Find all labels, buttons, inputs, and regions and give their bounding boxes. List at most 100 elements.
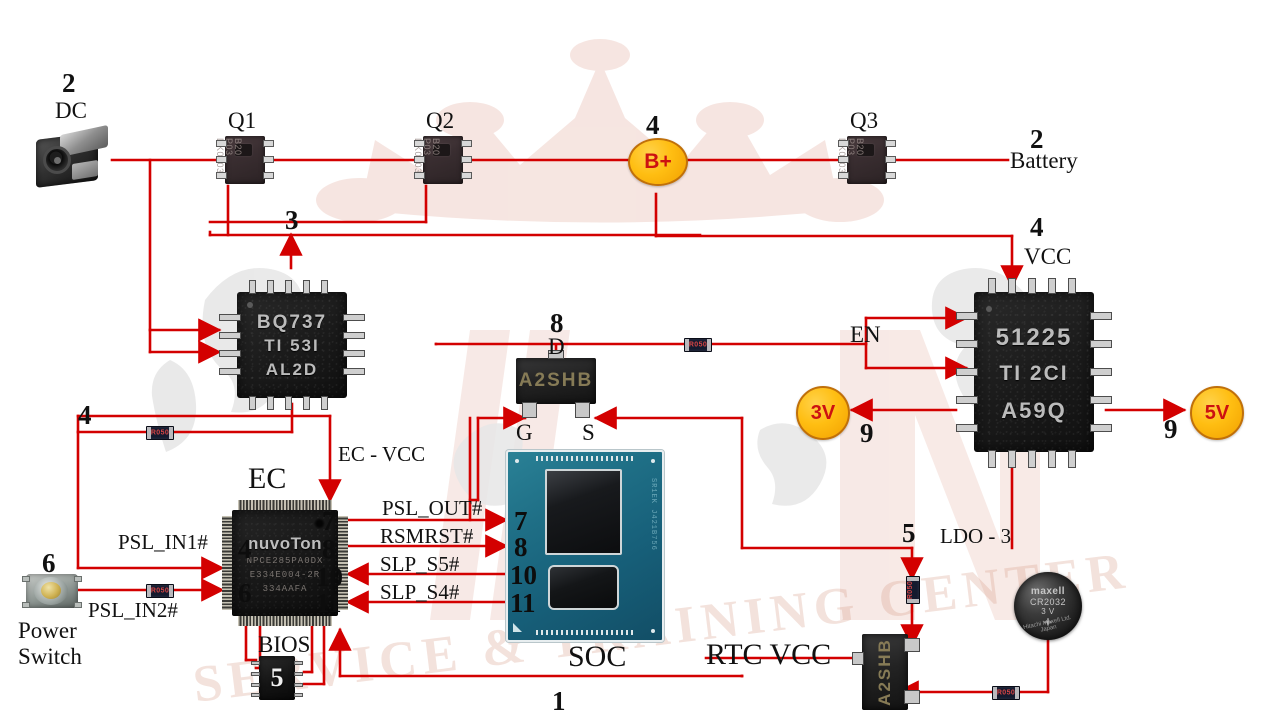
step-3: 3 <box>285 205 299 235</box>
pwm-ic-51225: 51225 TI 2CI A59Q <box>956 278 1112 468</box>
coin-cell-cr2032: maxell CR2032 3 V + Hitachi Maxell Ltd. … <box>1014 572 1082 640</box>
resistor-en: R050 <box>684 338 712 352</box>
pwm-ic-line2: TI 2CI <box>999 362 1069 385</box>
bios-chip-marking: 5 <box>270 663 284 692</box>
bios-title: BIOS <box>258 632 311 657</box>
step-4-vcc: 4 <box>1030 212 1044 242</box>
step-9-3v: 9 <box>860 418 874 448</box>
ec-pin-right-10: 10 <box>316 562 343 592</box>
ec-chip-body <box>232 510 338 616</box>
mosfet-q3-ref: Q3 <box>850 108 879 133</box>
ec-pin-right-11: 11 <box>316 588 342 618</box>
node-5v: 5V <box>1190 386 1244 440</box>
resistor-ec-vcc-value: R050 <box>150 429 170 437</box>
ec-pin-left-4: 4 <box>238 534 252 564</box>
mosfet-a2shb-top-pin-s <box>575 402 590 418</box>
dc-jack-label: DC <box>55 98 87 123</box>
dc-jack <box>34 124 112 190</box>
soc-pin-11: 11 <box>510 588 536 618</box>
mosfet-q1: B20 P03 DK0103 <box>215 134 274 186</box>
ec-pin-right-7: 7 <box>322 506 336 536</box>
soc-die-primary <box>544 468 622 556</box>
step-9-5v: 9 <box>1164 414 1178 444</box>
coin-cell-model: CR2032 <box>1029 597 1067 607</box>
ec-chip: nuvoTon NPCE285PA0DX E334E004-2R 334AAFA <box>222 500 348 626</box>
coin-cell-polarity: + <box>1043 614 1053 631</box>
ec-chip-pin1-dot <box>314 518 325 529</box>
step-2-dc: 2 <box>62 68 76 98</box>
soc-pads-bottom <box>535 630 635 635</box>
node-b-plus-text: B+ <box>644 150 672 173</box>
step-4-ec-vcc: 4 <box>78 400 92 430</box>
mosfet-a2shb-rtc: A2SHB <box>852 634 920 710</box>
mosfet-q1-ref: Q1 <box>228 108 257 133</box>
mosfet-q3-body <box>847 136 887 184</box>
mosfet-pin-d-label: D <box>548 334 565 359</box>
soc-etch-text: SR1EK J421B756 <box>649 478 657 552</box>
step-5-ldo: 5 <box>902 518 916 548</box>
step-4-bplus: 4 <box>646 110 660 140</box>
resistor-ldo3: R050 <box>906 576 920 604</box>
pwm-ic-pin1-dot <box>986 306 992 312</box>
ec-title: EC <box>248 462 287 495</box>
resistor-ldo3-value: R050 <box>907 580 914 600</box>
slp-s4-label: SLP_S4# <box>380 580 460 604</box>
mosfet-a2shb-top-pin-g <box>522 402 537 418</box>
mosfet-pin-g-label: G <box>516 420 533 445</box>
ec-chip-brand: nuvoTon <box>248 534 322 553</box>
dc-jack-barrel-hole <box>43 146 71 174</box>
mosfet-pin-s-label: S <box>582 420 595 445</box>
slp-s5-label: SLP_S5# <box>380 552 460 576</box>
ec-chip-line1: NPCE285PA0DX <box>246 556 324 566</box>
resistor-psl-in2-value: R050 <box>150 587 170 595</box>
ec-chip-line3: 334AAFA <box>262 584 308 594</box>
charger-ic-bq737: BQ737 TI 53I AL2D <box>219 280 365 410</box>
ec-pin-left-6: 6 <box>238 578 252 608</box>
resistor-rtc-value: R050 <box>996 689 1016 697</box>
mosfet-a2shb-top: A2SHB <box>516 350 596 418</box>
pwm-ic-line3: A59Q <box>1001 398 1067 423</box>
bios-chip-body <box>259 656 295 700</box>
soc-pads-top <box>535 456 635 461</box>
ldo3-label: LDO - 3 <box>940 524 1012 548</box>
power-switch-label-2: Switch <box>18 644 82 669</box>
en-label: EN <box>850 322 881 347</box>
coin-cell-voltage: 3 V <box>1041 607 1055 616</box>
node-3v: 3V <box>796 386 850 440</box>
ec-chip-line2: E334E004-2R <box>249 570 321 580</box>
pwm-ic-line1: 51225 <box>995 324 1073 351</box>
psl-out-label: PSL_OUT# <box>382 496 483 520</box>
step-6-switch: 6 <box>42 548 56 578</box>
battery-label: Battery <box>1010 148 1078 173</box>
power-switch[interactable] <box>22 570 82 612</box>
ec-vcc-label: EC - VCC <box>338 442 426 466</box>
coin-cell-brand: maxell <box>1030 586 1066 597</box>
soc-title: SOC <box>568 640 627 673</box>
power-switch-button[interactable] <box>41 582 61 599</box>
node-5v-text: 5V <box>1204 401 1230 424</box>
resistor-psl-in2: R050 <box>146 584 174 598</box>
resistor-en-value: R050 <box>688 341 708 349</box>
soc-orientation-marker-icon <box>513 623 522 632</box>
soc-pin-8: 8 <box>514 532 528 562</box>
psl-in2-label: PSL_IN2# <box>88 598 178 622</box>
rtc-vcc-label: RTC VCC <box>706 638 832 671</box>
mosfet-q1-body <box>225 136 265 184</box>
soc-pin-10: 10 <box>510 560 537 590</box>
step-2-battery: 2 <box>1030 124 1044 154</box>
soc-die-secondary <box>548 564 619 610</box>
node-3v-text: 3V <box>810 401 836 424</box>
bios-chip: 5 <box>250 656 304 700</box>
node-b-plus: B+ <box>628 138 688 186</box>
mosfet-q2: B20 P03 DK0103 <box>413 134 472 186</box>
power-switch-label-1: Power <box>18 618 77 643</box>
charger-ic-pin1-dot <box>247 302 253 308</box>
resistor-rtc: R050 <box>992 686 1020 700</box>
mosfet-a2shb-rtc-marking: A2SHB <box>875 638 894 706</box>
mosfet-q3: B20 P03 DK0103 <box>837 134 896 186</box>
vcc-label: VCC <box>1024 244 1072 269</box>
mosfet-q2-ref: Q2 <box>426 108 455 133</box>
mosfet-a2shb-top-marking: A2SHB <box>518 370 594 391</box>
resistor-ec-vcc: R050 <box>146 426 174 440</box>
